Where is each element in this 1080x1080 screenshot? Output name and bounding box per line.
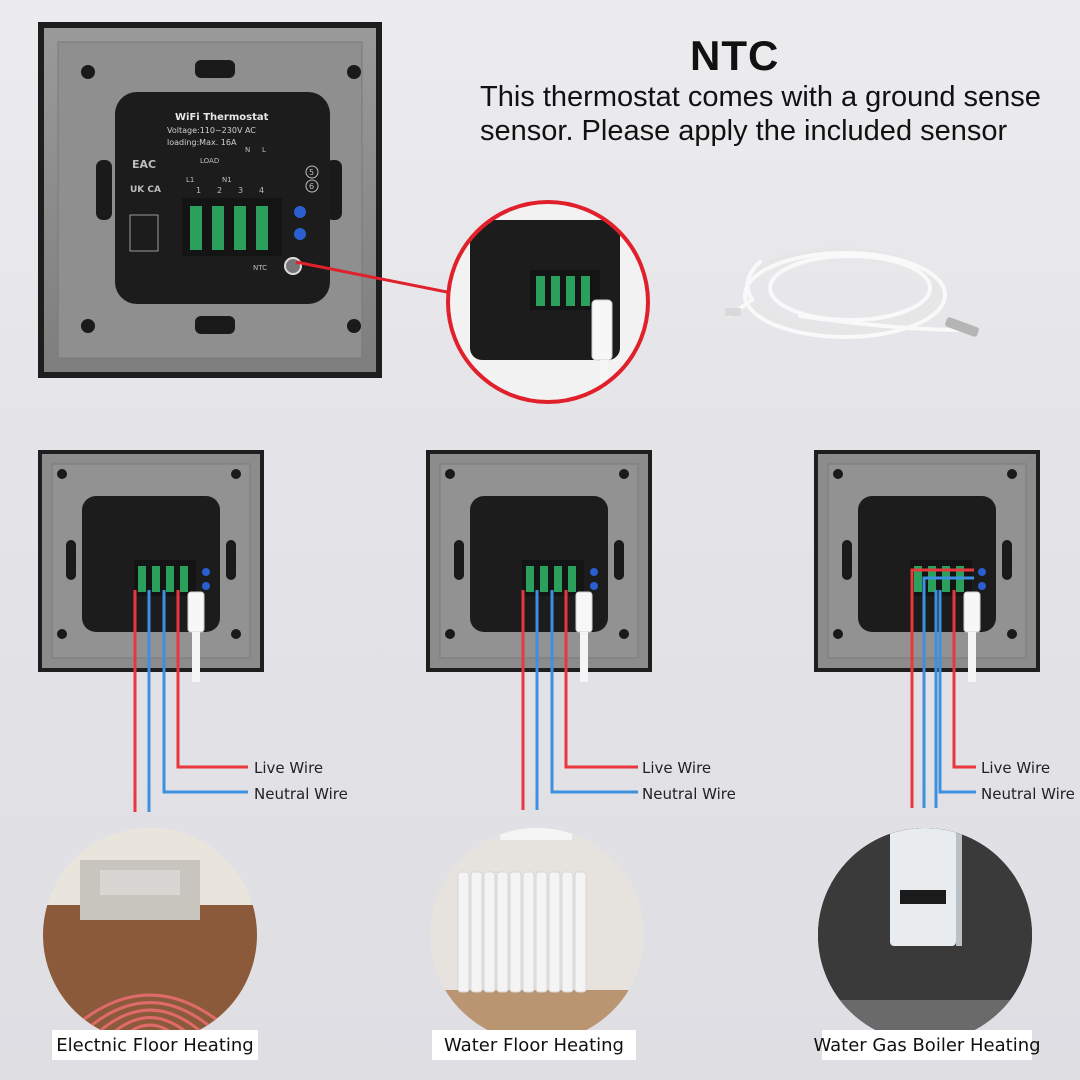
sensor-probe <box>945 317 979 337</box>
neutral-wire-label-3: Neutral Wire <box>981 785 1075 803</box>
neutral-wire-label-2: Neutral Wire <box>642 785 736 803</box>
callout-line <box>295 260 463 297</box>
eac-mark: EAC <box>132 158 156 171</box>
terminal-label-l1: L1 <box>186 176 194 184</box>
main-thermostat-panel: WiFi Thermostat Voltage:110~230V AC load… <box>38 22 382 378</box>
thermostat-panel-3 <box>814 450 1040 682</box>
water-gas-boiler-photo <box>818 828 1032 1042</box>
terminal-label-2: 2 <box>217 186 222 195</box>
ntc-sensor-cable <box>728 247 962 339</box>
caption-electric-floor-heating: Electnic Floor Heating <box>52 1030 258 1060</box>
terminal-label-3: 3 <box>238 186 243 195</box>
terminal-label-n1: N1 <box>222 176 232 184</box>
wiring-1 <box>133 590 248 812</box>
wiring-3 <box>910 568 976 808</box>
water-floor-heating-photo <box>430 828 644 1042</box>
wiring-2 <box>521 590 638 810</box>
electric-floor-heating-photo <box>43 828 257 1042</box>
ukca-mark: UK CA <box>130 185 161 195</box>
caption-water-floor-heating: Water Floor Heating <box>432 1030 636 1060</box>
terminal-label-1: 1 <box>196 186 201 195</box>
live-wire-label-3: Live Wire <box>981 759 1051 777</box>
title-heading: NTC <box>690 32 780 79</box>
terminal-label-n: N <box>245 146 250 154</box>
sensor-description: This thermostat comes with a ground sens… <box>480 81 1041 147</box>
neutral-wire-label-1: Neutral Wire <box>254 785 348 803</box>
load-label: LOAD <box>200 157 219 165</box>
ntc-port-callout <box>446 200 650 404</box>
module-voltage-text: Voltage:110~230V AC <box>167 126 256 135</box>
thermostat-panel-2 <box>426 450 652 682</box>
terminal-label-l: L <box>262 146 266 154</box>
live-wire-label-1: Live Wire <box>254 759 324 777</box>
caption-water-gas-boiler-heating: Water Gas Boiler Heating <box>813 1030 1041 1060</box>
terminal-label-6: 6 <box>309 182 314 191</box>
live-wire-label-2: Live Wire <box>642 759 712 777</box>
module-loading-text: loading:Max. 16A <box>167 138 237 147</box>
module-model-text: WiFi Thermostat <box>175 112 269 123</box>
terminal-label-4: 4 <box>259 186 264 195</box>
terminal-label-5: 5 <box>309 168 314 177</box>
thermostat-panel-1 <box>38 450 264 682</box>
sensor-plug <box>725 308 741 316</box>
ntc-label: NTC <box>253 264 267 272</box>
